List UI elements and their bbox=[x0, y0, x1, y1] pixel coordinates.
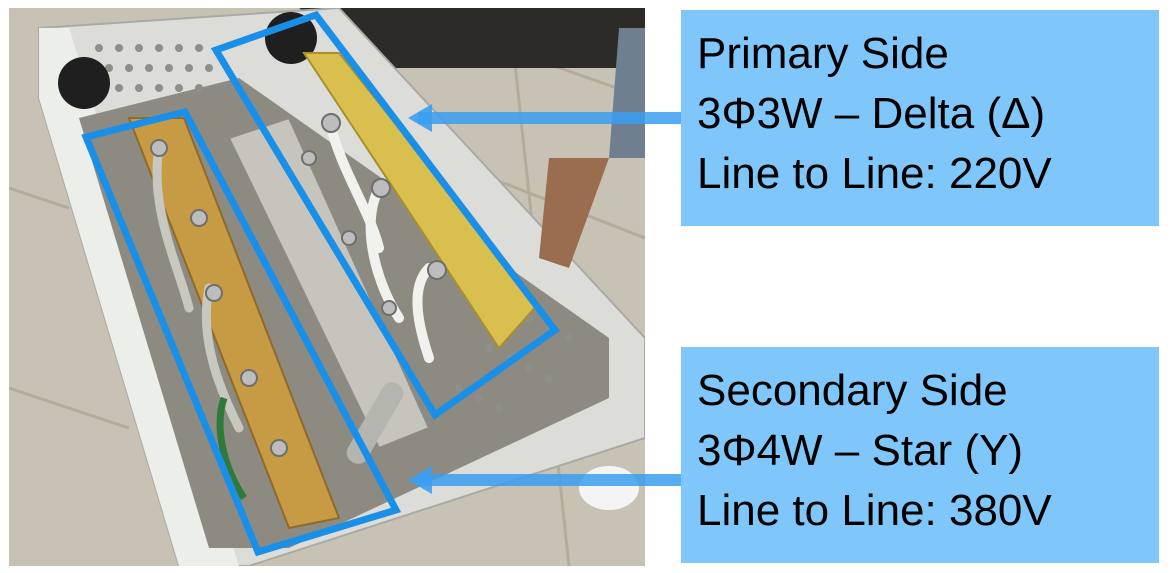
person-shorts bbox=[609, 28, 645, 158]
primary-side-configuration: 3Φ3W – Delta (Δ) bbox=[697, 89, 1046, 138]
secondary-side-callout: Secondary Side 3Φ4W – Star (Y) Line to L… bbox=[681, 347, 1159, 563]
primary-side-title: Primary Side bbox=[697, 29, 949, 78]
primary-side-voltage: Line to Line: 220V bbox=[697, 149, 1052, 198]
grommet-left bbox=[58, 57, 110, 109]
transformer-photo bbox=[9, 8, 645, 566]
sneaker bbox=[579, 466, 639, 510]
secondary-side-configuration: 3Φ4W – Star (Y) bbox=[697, 426, 1024, 475]
secondary-side-voltage: Line to Line: 380V bbox=[697, 486, 1052, 535]
primary-side-callout: Primary Side 3Φ3W – Delta (Δ) Line to Li… bbox=[681, 10, 1159, 226]
transformer-photo-illustration bbox=[9, 8, 645, 566]
secondary-side-title: Secondary Side bbox=[697, 366, 1008, 415]
